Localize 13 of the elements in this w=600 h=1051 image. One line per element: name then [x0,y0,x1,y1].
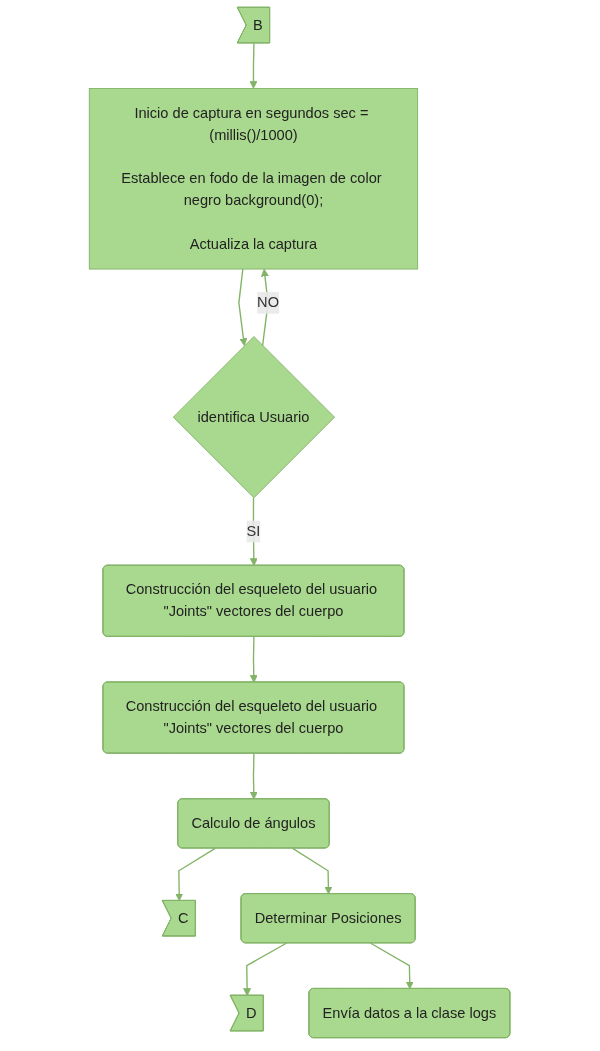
arrow [249,42,258,89]
node-diamond: identifica Usuario [173,336,336,499]
arrow [292,847,333,895]
edge-label: SI [246,523,261,539]
arrow [175,847,217,902]
arrow [250,752,259,800]
edge-label: NO [257,294,280,311]
arrow [243,942,288,997]
node-box: Inicio de captura en segundos sec = (millis()/1000) Establece en fodo de la imagen de color negro background(0); Actualiza la captura [89,88,419,270]
arrow [250,636,259,683]
arrow [261,268,270,347]
arrow [370,942,415,990]
arrow [238,268,248,347]
